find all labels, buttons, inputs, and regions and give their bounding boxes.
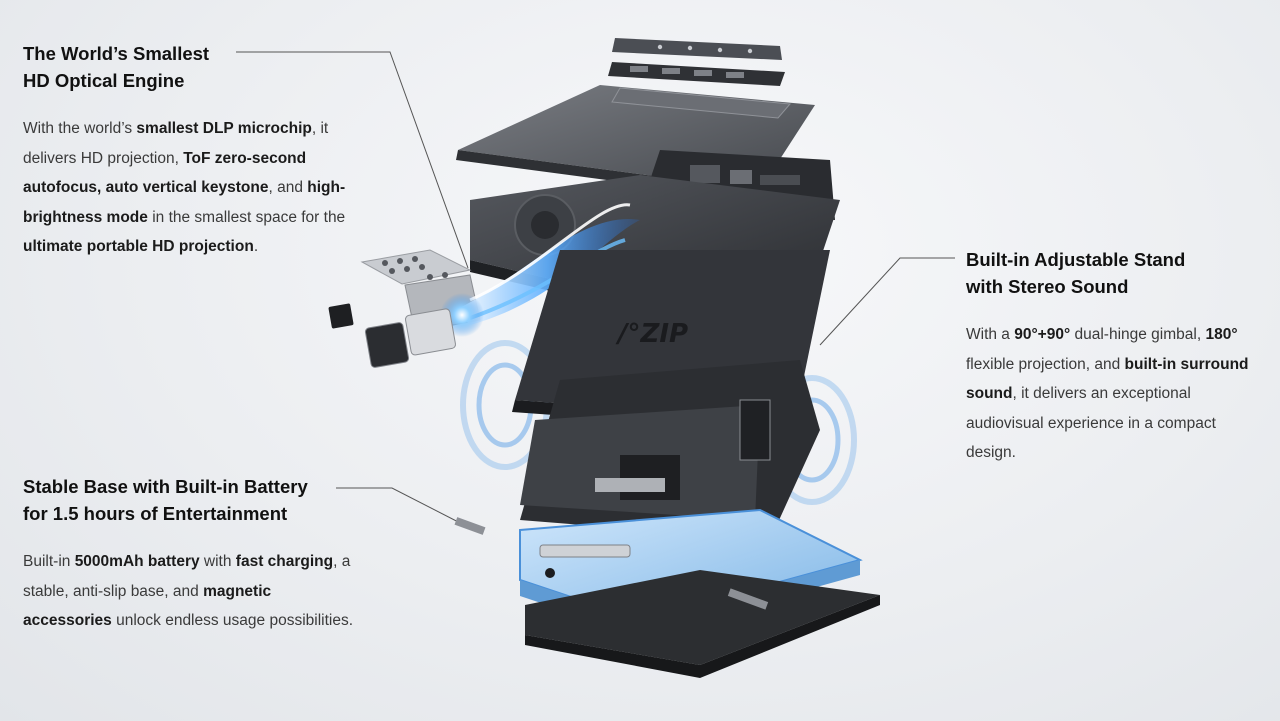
- feature-battery-heading-line2: for 1.5 hours of Entertainment: [23, 503, 288, 524]
- feature-stable-base: Stable Base with Built-in Battery for 1.…: [23, 473, 363, 636]
- feature-adjustable-stand: Built-in Adjustable Stand with Stereo So…: [966, 246, 1266, 468]
- emphasis-text: ToF zero-second autofocus, auto vertical…: [23, 149, 307, 197]
- emphasis-text: 5000mAh battery: [74, 553, 200, 570]
- feature-stand-heading: Built-in Adjustable Stand with Stereo So…: [966, 246, 1266, 300]
- body-text-run: unlock endless usage possibilities.: [111, 612, 354, 629]
- feature-optical-heading-line1: The World’s Smallest: [23, 43, 210, 64]
- feature-optical-engine: The World’s Smallest HD Optical Engine W…: [23, 40, 363, 262]
- emphasis-text: magnetic accessories: [23, 582, 272, 630]
- feature-stand-heading-line2: with Stereo Sound: [966, 276, 1129, 297]
- feature-stand-heading-line1: Built-in Adjustable Stand: [966, 249, 1186, 270]
- emphasis-text: fast charging: [235, 553, 334, 570]
- body-text-run: , a stable, anti-slip base, and: [23, 553, 351, 600]
- body-text-run: , and: [268, 179, 308, 196]
- device-logo: /°ZIP: [615, 319, 688, 349]
- emphasis-text: 90°+90°: [1014, 326, 1071, 343]
- body-text-run: in the smallest space for the: [147, 208, 346, 226]
- optical-engine: [328, 203, 640, 368]
- battery-connector: [454, 517, 769, 610]
- leader-line-optical: [236, 51, 469, 269]
- top-button-strip: [608, 38, 785, 86]
- emphasis-text: high-brightness mode: [23, 179, 346, 226]
- leader-lines: [236, 51, 955, 529]
- body-text-run: dual-hinge gimbal,: [1070, 326, 1206, 343]
- body-text-run: flexible projection, and: [966, 355, 1125, 373]
- leader-line-stand: [819, 257, 955, 346]
- feature-optical-heading: The World’s Smallest HD Optical Engine: [23, 40, 363, 94]
- body-text-run: .: [253, 238, 259, 255]
- emphasis-text: ultimate portable HD projection: [23, 238, 254, 255]
- emphasis-text: 180°: [1205, 326, 1238, 343]
- leader-line-battery: [336, 487, 471, 529]
- body-text-run: With the world’s: [23, 120, 137, 137]
- feature-stand-description: With a 90°+90° dual-hinge gimbal, 180° f…: [966, 320, 1266, 468]
- body-text-run: Built-in: [23, 553, 75, 570]
- body-text-run: With a: [966, 326, 1015, 343]
- hinge-gimbal-frame: [520, 360, 820, 540]
- emphasis-text: smallest DLP microchip: [136, 120, 312, 137]
- base-plate: [525, 570, 880, 678]
- emphasis-text: built-in surround sound: [966, 355, 1249, 403]
- body-text-run: with: [199, 553, 236, 570]
- feature-battery-description: Built-in 5000mAh battery with fast charg…: [23, 547, 363, 636]
- feature-battery-heading: Stable Base with Built-in Battery for 1.…: [23, 473, 363, 527]
- feature-optical-description: With the world’s smallest DLP microchip,…: [23, 114, 363, 262]
- body-text-run: , it delivers an exceptional audiovisual…: [966, 385, 1216, 461]
- body-text-run: , it delivers HD projection,: [23, 120, 329, 167]
- feature-optical-heading-line2: HD Optical Engine: [23, 70, 185, 91]
- feature-battery-heading-line1: Stable Base with Built-in Battery: [23, 476, 308, 497]
